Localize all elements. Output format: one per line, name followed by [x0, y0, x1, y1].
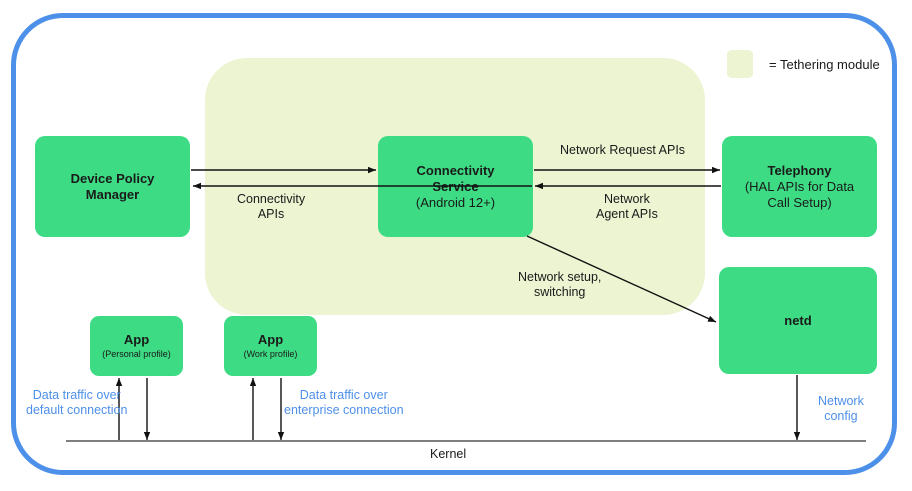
box-title: App: [123, 332, 150, 347]
box-subtitle: (Personal profile): [102, 349, 171, 359]
box-title: netd: [784, 312, 812, 328]
box-netd[interactable]: netd: [719, 267, 877, 374]
box-title: Connectivity: [416, 162, 495, 178]
label-line2: Agent APIs: [596, 207, 658, 221]
label-network-setup-switching: Network setup, switching: [518, 270, 601, 300]
label-connectivity-apis: Connectivity APIs: [237, 192, 305, 222]
label-line1: Network Request APIs: [560, 143, 686, 157]
box-subtitle-line2: Call Setup): [767, 194, 832, 210]
label-line2: config: [824, 409, 858, 423]
box-title-line2: Service: [432, 178, 479, 194]
box-app-personal-profile[interactable]: App (Personal profile): [90, 316, 183, 376]
legend-label: = Tethering module: [769, 56, 880, 72]
label-line2: default connection: [26, 403, 128, 417]
legend: = Tethering module: [727, 50, 880, 78]
box-connectivity-service[interactable]: Connectivity Service (Android 12+): [378, 136, 533, 237]
outer-boundary-frame: [11, 13, 897, 475]
label-data-traffic-enterprise: Data traffic over enterprise connection: [284, 388, 404, 418]
box-subtitle: (Work profile): [243, 349, 298, 359]
box-device-policy-manager[interactable]: Device Policy Manager: [35, 136, 190, 237]
label-line2: enterprise connection: [284, 403, 404, 417]
box-subtitle: (Android 12+): [415, 194, 496, 210]
box-title: App: [257, 332, 284, 347]
label-line1: Network: [604, 192, 650, 206]
label-line1: Data traffic over: [299, 388, 388, 402]
label-line1: Connectivity: [237, 192, 306, 206]
label-network-agent-apis: Network Agent APIs: [596, 192, 658, 222]
label-kernel: Kernel: [430, 447, 466, 462]
box-subtitle-line1: (HAL APIs for Data: [744, 178, 855, 194]
box-title-line2: Manager: [85, 186, 140, 202]
box-title: Telephony: [767, 162, 832, 178]
label-network-config: Network config: [818, 394, 864, 424]
label-line1: Kernel: [430, 447, 467, 461]
label-line2: switching: [533, 285, 586, 299]
box-app-work-profile[interactable]: App (Work profile): [224, 316, 317, 376]
tethering-module-swatch: [727, 50, 753, 78]
label-line1: Network: [818, 394, 864, 408]
label-network-request-apis: Network Request APIs: [560, 143, 685, 158]
box-telephony[interactable]: Telephony (HAL APIs for Data Call Setup): [722, 136, 877, 237]
box-title: Device Policy: [70, 170, 155, 186]
label-data-traffic-default: Data traffic over default connection: [26, 388, 127, 418]
label-line1: Data traffic over: [32, 388, 121, 402]
label-line2: APIs: [257, 207, 285, 221]
label-line1: Network setup,: [518, 270, 602, 284]
